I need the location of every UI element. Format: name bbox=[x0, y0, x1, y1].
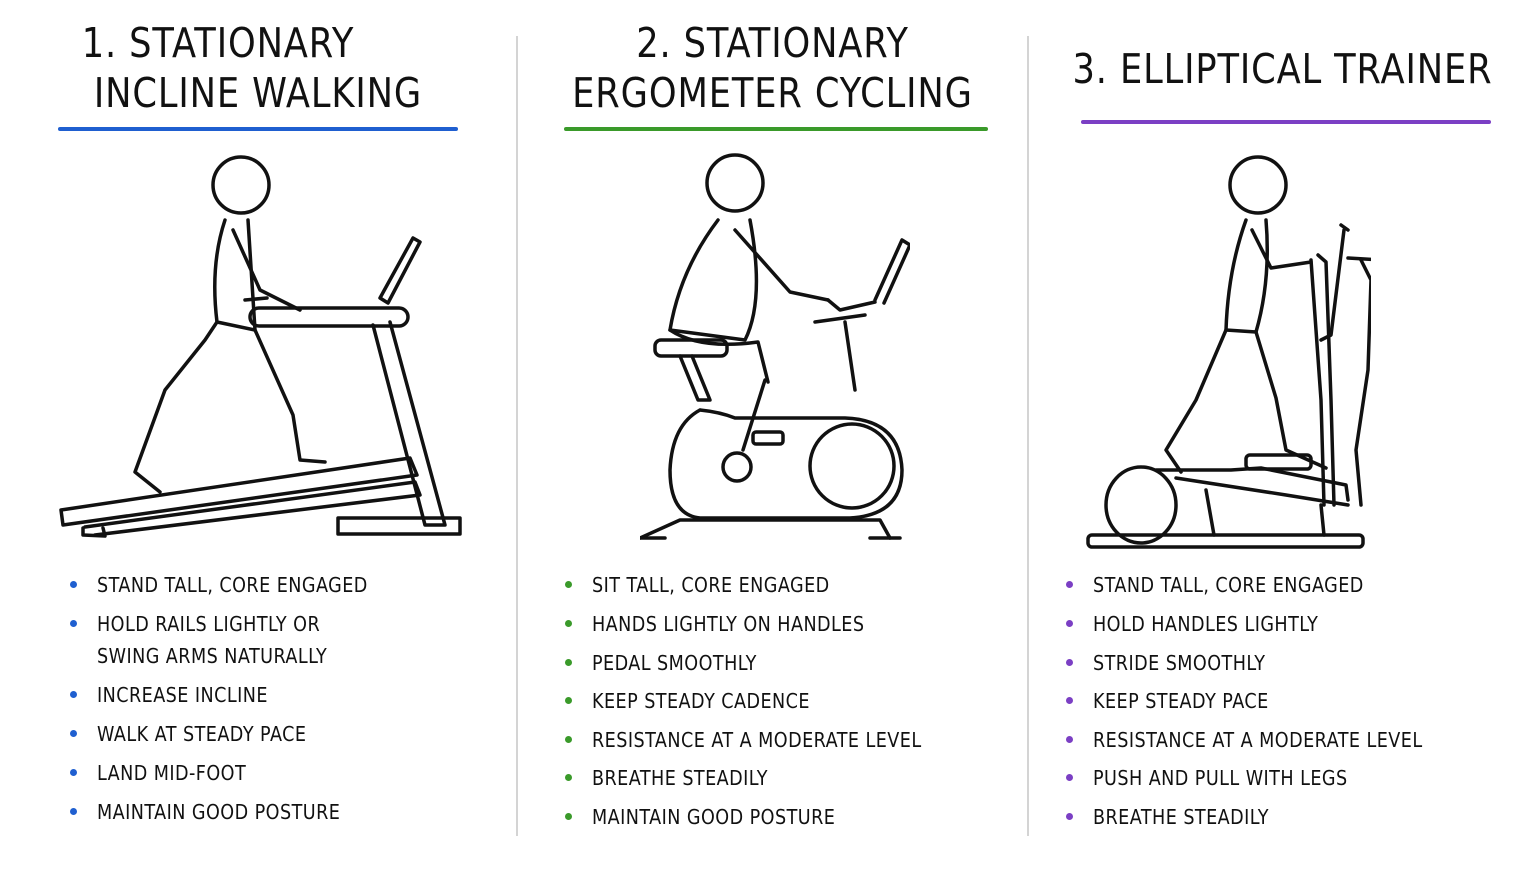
bullet-dot bbox=[565, 697, 572, 704]
bullet-dot bbox=[1066, 581, 1073, 588]
elliptical-trainer-user-icon bbox=[1086, 150, 1371, 550]
bullet-dot bbox=[565, 774, 572, 781]
list-item: PUSH AND PULL WITH LEGS bbox=[1066, 763, 1382, 794]
title-underline bbox=[1081, 120, 1491, 124]
bullet-dot bbox=[565, 813, 572, 820]
list-item-continuation: SWING ARMS NATURALLY bbox=[97, 644, 328, 668]
list-item: MAINTAIN GOOD POSTURE bbox=[70, 797, 374, 828]
panel-title-line-2: INCLINE WALKING bbox=[93, 69, 423, 117]
bullet-dot bbox=[1066, 659, 1073, 666]
list-item: SIT TALL, CORE ENGAGED bbox=[565, 570, 862, 601]
panel-title: 3. ELLIPTICAL TRAINER bbox=[1072, 45, 1493, 93]
panel-title-line-1: 1. STATIONARY bbox=[81, 19, 355, 67]
bullet-dot bbox=[70, 808, 77, 815]
list-item: STRIDE SMOOTHLY bbox=[1066, 648, 1289, 679]
bullet-dot bbox=[1066, 620, 1073, 627]
list-item: RESISTANCE AT A MODERATE LEVEL bbox=[565, 725, 967, 756]
panel-divider-1 bbox=[516, 36, 518, 836]
title-underline bbox=[564, 127, 988, 131]
list-item: KEEP STEADY CADENCE bbox=[565, 686, 840, 717]
bullet-dot bbox=[1066, 736, 1073, 743]
bullet-dot bbox=[70, 691, 77, 698]
list-item: WALK AT STEADY PACE bbox=[70, 719, 335, 750]
panel-title-line-1: 2. STATIONARY bbox=[636, 19, 909, 67]
list-item: STAND TALL, CORE ENGAGED bbox=[70, 570, 405, 601]
list-item: BREATHE STEADILY bbox=[565, 763, 792, 794]
bullet-dot bbox=[565, 659, 572, 666]
list-item: PEDAL SMOOTHLY bbox=[565, 648, 779, 679]
panel-elliptical-trainer: 3. ELLIPTICAL TRAINER bbox=[1029, 0, 1536, 891]
exercise-bike-rider-icon bbox=[640, 150, 910, 545]
bullet-dot bbox=[565, 736, 572, 743]
bullet-dot bbox=[1066, 774, 1073, 781]
list-item: KEEP STEADY PACE bbox=[1066, 686, 1293, 717]
bullet-dot bbox=[1066, 813, 1073, 820]
list-item: BREATHE STEADILY bbox=[1066, 802, 1293, 833]
bullet-dot bbox=[565, 620, 572, 627]
bullet-dot bbox=[70, 581, 77, 588]
list-item: MAINTAIN GOOD POSTURE bbox=[565, 802, 869, 833]
panel-divider-2 bbox=[1027, 36, 1029, 836]
list-item: HANDS LIGHTLY ON HANDLES bbox=[565, 609, 902, 640]
panel-incline-walking: 1. STATIONARY INCLINE WALKING bbox=[0, 0, 516, 891]
bullet-dot bbox=[70, 730, 77, 737]
list-item: STAND TALL, CORE ENGAGED bbox=[1066, 570, 1401, 601]
treadmill-walker-icon bbox=[55, 150, 475, 545]
list-item: HOLD HANDLES LIGHTLY bbox=[1066, 609, 1349, 640]
bullet-dot bbox=[70, 769, 77, 776]
list-item: INCREASE INCLINE bbox=[70, 680, 291, 711]
panel-title-line-2: ERGOMETER CYCLING bbox=[572, 69, 973, 117]
list-item: HOLD RAILS LIGHTLY OR bbox=[70, 609, 351, 640]
title-underline bbox=[58, 127, 458, 131]
list-item: LAND MID-FOOT bbox=[70, 758, 266, 789]
panel-ergometer-cycling: 2. STATIONARY ERGOMETER CYCLING bbox=[518, 0, 1027, 891]
list-item: RESISTANCE AT A MODERATE LEVEL bbox=[1066, 725, 1468, 756]
bullet-dot bbox=[1066, 697, 1073, 704]
bullet-dot bbox=[565, 581, 572, 588]
bullet-dot bbox=[70, 620, 77, 627]
